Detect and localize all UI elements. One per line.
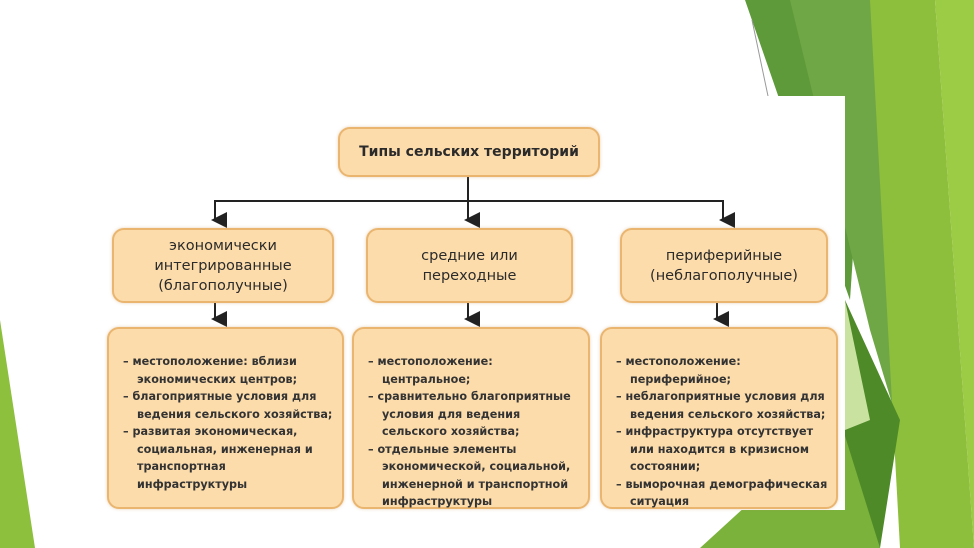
type-box-transitional: средние или переходные [366,228,573,303]
green-shape [845,300,870,430]
type-box-peripheral: периферийные (неблагополучные) [620,228,828,303]
feature-item: местоположение: периферийное; [610,353,830,388]
diagram-title-box: Типы сельских территорий [338,127,600,177]
feature-item: отдельные элементы экономической, социал… [362,441,582,511]
green-shape [0,320,35,548]
feature-item: благоприятные условия для ведения сельск… [117,388,336,423]
features-box-transitional: местоположение: центральное; сравнительн… [352,327,590,509]
feature-item: сравнительно благоприятные условия для в… [362,388,582,441]
branch-line [214,200,724,220]
feature-item: местоположение: центральное; [362,353,582,388]
feature-item: неблагоприятные условия для ведения сель… [610,388,830,423]
feature-item: выморочная демографическая ситуация [610,476,830,511]
feature-item: развитая экономическая, социальная, инже… [117,423,336,493]
feature-item: инфраструктура отсутствует или находится… [610,423,830,476]
features-box-peripheral: местоположение: периферийное; неблагопри… [600,327,838,509]
green-shape [870,0,974,548]
type-box-integrated: экономически интегрированные (благополуч… [112,228,334,303]
green-shape [935,0,974,548]
decor-line [751,19,769,97]
features-box-integrated: местоположение: вблизи экономических цен… [107,327,344,509]
feature-item: местоположение: вблизи экономических цен… [117,353,336,388]
